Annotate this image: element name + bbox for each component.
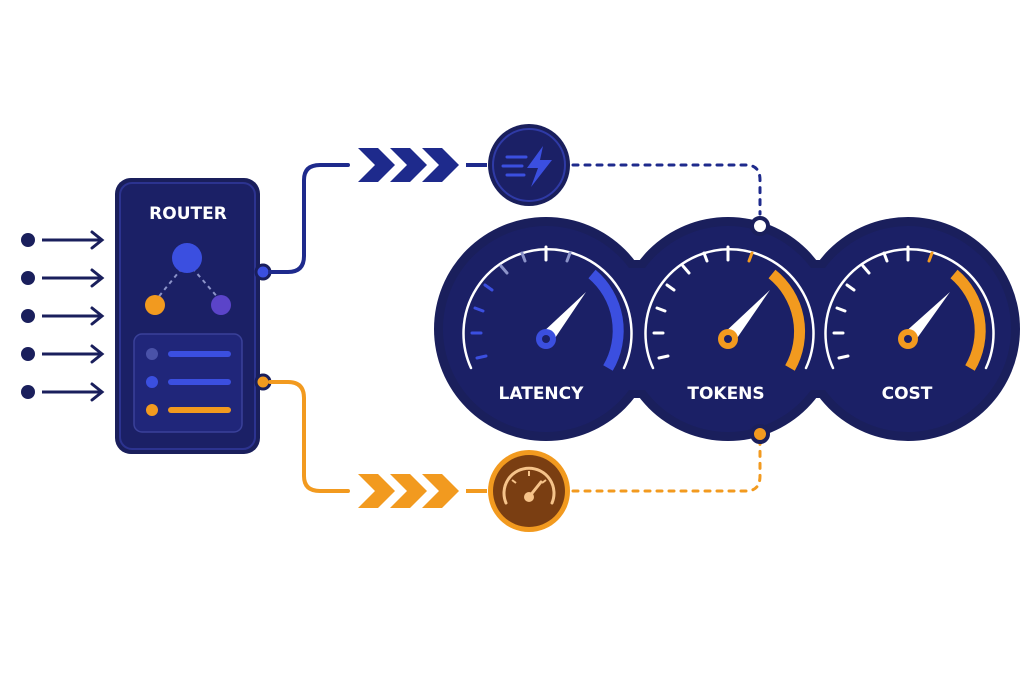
latency-ticks <box>470 245 572 360</box>
cost-ticks <box>832 245 934 360</box>
tokens-level-arc <box>768 269 805 371</box>
latency-needle <box>541 292 586 344</box>
tokens-ticks <box>652 245 754 360</box>
cost-label: COST <box>882 384 933 404</box>
tokens-label: TOKENS <box>687 384 764 404</box>
router-rule-list <box>133 333 243 433</box>
router-box: ROUTER <box>115 178 272 454</box>
request-arrow <box>21 306 105 326</box>
incoming-requests <box>21 230 105 402</box>
tokens-needle <box>723 290 770 344</box>
router-tree-icon <box>145 243 231 315</box>
slow-path-gauge-port <box>750 424 770 444</box>
fast-path-chevrons <box>358 148 459 182</box>
tokens-gauge: TOKENS <box>644 245 815 404</box>
slow-path-port <box>254 373 272 391</box>
slow-path <box>268 380 762 532</box>
request-arrow <box>21 344 105 364</box>
lightning-speed-icon <box>488 124 570 206</box>
request-arrow <box>21 382 105 402</box>
latency-gauge: LATENCY <box>462 245 633 404</box>
slow-path-chevrons <box>358 474 459 508</box>
cost-needle <box>903 292 950 344</box>
fast-path <box>268 124 762 274</box>
fast-path-gauge-port <box>750 216 770 236</box>
request-arrow <box>21 230 105 250</box>
cost-level-arc <box>950 269 986 371</box>
cost-gauge: COST <box>824 245 995 404</box>
router-title: ROUTER <box>149 204 227 224</box>
latency-label: LATENCY <box>499 384 585 404</box>
latency-level-arc <box>588 269 624 371</box>
gauge-cluster: LATENCY TOKENS <box>434 216 1020 444</box>
speedometer-icon <box>488 450 570 532</box>
request-arrow <box>21 268 105 288</box>
fast-path-port <box>254 263 272 281</box>
